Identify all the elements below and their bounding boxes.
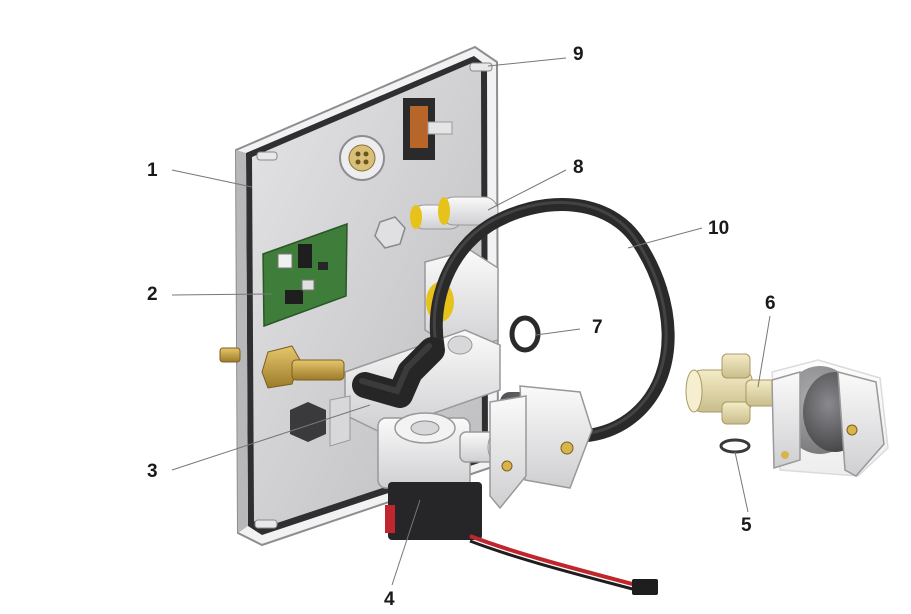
leader-lines xyxy=(171,57,771,586)
callout-7: 7 xyxy=(592,317,603,338)
solenoid-coil xyxy=(385,482,482,540)
leader-7 xyxy=(535,328,581,336)
leader-9 xyxy=(487,57,567,67)
callout-10: 10 xyxy=(708,218,730,239)
elbow-fitting xyxy=(352,337,445,408)
leader-6 xyxy=(757,315,771,388)
leader-4 xyxy=(391,499,421,586)
callout-6: 6 xyxy=(765,293,776,314)
o-ring xyxy=(509,315,541,353)
callout-5: 5 xyxy=(741,515,752,536)
solenoid-cable xyxy=(469,534,658,595)
small-o-ring xyxy=(719,438,751,454)
callout-1: 1 xyxy=(147,160,158,181)
hex-nut xyxy=(374,216,406,249)
leader-5 xyxy=(734,451,749,513)
circuit-board xyxy=(262,222,348,328)
round-connector xyxy=(339,135,385,181)
exploded-solenoid xyxy=(771,359,889,477)
valve-body-right xyxy=(489,385,593,510)
cylinder-fitting-right xyxy=(438,196,499,226)
leader-3 xyxy=(171,404,371,471)
mounting-pin-left xyxy=(256,151,278,161)
brass-inlet-fitting xyxy=(219,345,345,389)
callout-9: 9 xyxy=(573,44,584,65)
mounting-pin-bottom xyxy=(254,519,278,529)
leader-8 xyxy=(487,169,567,211)
panel-hex-bolt xyxy=(290,395,351,447)
leader-10 xyxy=(627,227,703,249)
valve-body-left xyxy=(377,412,505,489)
callout-3: 3 xyxy=(147,461,158,482)
panel-connector-block xyxy=(403,98,453,160)
mounting-pin-top xyxy=(469,62,493,72)
callout-8: 8 xyxy=(573,157,584,178)
leader-1 xyxy=(171,169,253,188)
leader-2 xyxy=(171,293,273,296)
callout-2: 2 xyxy=(147,284,158,305)
callout-4: 4 xyxy=(384,589,395,610)
